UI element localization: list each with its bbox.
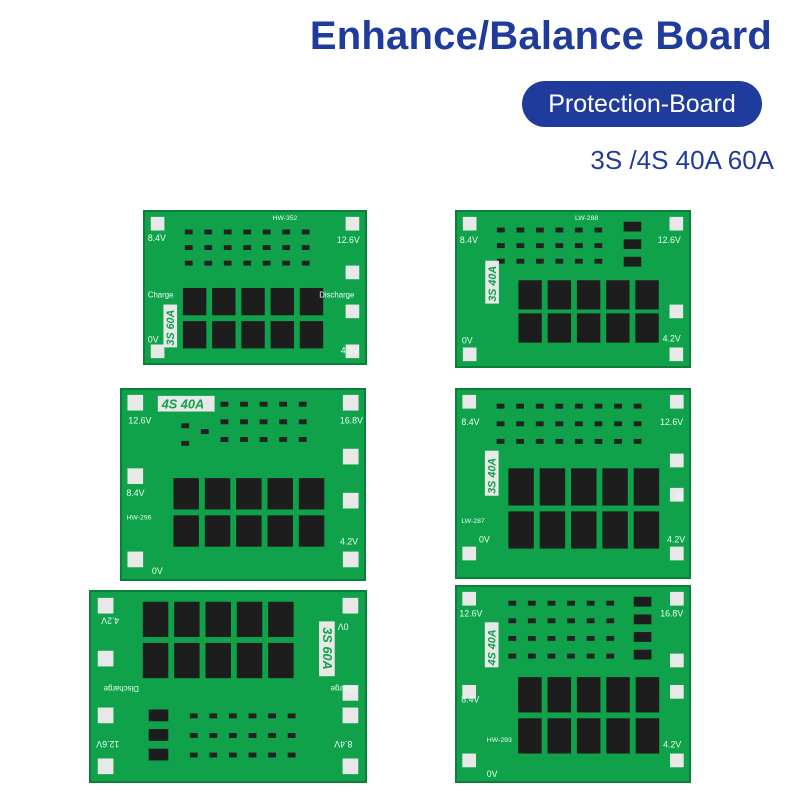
svg-text:Discharge: Discharge	[104, 684, 139, 693]
pad-label: 0V	[148, 335, 159, 345]
board-4s-40a-bottom: 4S 40A 12.6V 16.8V 8.4V HW-293 0V 4.2V	[455, 585, 691, 783]
pad-label: Charge	[148, 291, 174, 300]
svg-text:LW-287: LW-287	[461, 518, 485, 525]
pad-label: 8.4V	[148, 233, 166, 243]
model-badge-text: 3S 60A	[165, 310, 177, 346]
model-badge	[163, 304, 178, 348]
svg-text:4S 40A: 4S 40A	[161, 397, 204, 412]
svg-text:HW-296: HW-296	[126, 514, 151, 521]
page-title: Enhance/Balance Board	[309, 14, 772, 58]
pcb-illustration: 3S 40A LW-288 8.4V 12.6V 0V 4.2V	[460, 215, 684, 362]
solder-pad	[150, 216, 165, 231]
svg-text:0V: 0V	[462, 336, 473, 346]
model-number: HW-352	[273, 215, 298, 222]
svg-text:J2: J2	[674, 492, 683, 502]
svg-text:4S 40A: 4S 40A	[487, 629, 499, 666]
pad-label: 4.2V	[341, 345, 359, 355]
svg-text:12.6V: 12.6V	[96, 739, 119, 749]
svg-text:8.4V: 8.4V	[461, 695, 479, 705]
svg-text:16.8V: 16.8V	[340, 415, 363, 425]
svg-text:8.4V: 8.4V	[126, 488, 144, 498]
svg-text:4.2V: 4.2V	[340, 537, 358, 547]
pad-label: 12.6V	[337, 235, 360, 245]
svg-text:12.6V: 12.6V	[459, 608, 482, 618]
solder-pad	[150, 344, 165, 359]
svg-text:3S 40A: 3S 40A	[487, 458, 499, 494]
svg-text:12.6V: 12.6V	[660, 417, 683, 427]
board-3s-60a-top: 3S 60A HW-352 8.4V 12.6V Charge Discharg…	[143, 210, 367, 365]
svg-text:4.2V: 4.2V	[663, 740, 681, 750]
solder-pad	[345, 265, 360, 280]
board-3s-60a-bottom: 3S 60A 4.2V 0V Discharge Charge 12.6V 8.…	[89, 590, 367, 783]
solder-pad	[345, 344, 360, 359]
spec-subtitle: 3S /4S 40A 60A	[590, 145, 774, 175]
svg-text:0V: 0V	[152, 566, 163, 576]
svg-text:12.6V: 12.6V	[128, 415, 151, 425]
solder-pad	[345, 216, 360, 231]
solder-pad	[345, 304, 360, 319]
pad-label: Discharge	[319, 291, 354, 300]
svg-text:4.2V: 4.2V	[101, 615, 119, 625]
board-4s-40a-middle: 4S 40A 12.6V 16.8V 8.4V 4.2V HW-296 0V	[120, 388, 366, 581]
svg-text:0V: 0V	[338, 621, 349, 631]
svg-text:3S 40A: 3S 40A	[487, 266, 499, 302]
svg-text:3S 60A: 3S 60A	[320, 627, 335, 669]
svg-text:8.4V: 8.4V	[461, 417, 479, 427]
svg-text:4.2V: 4.2V	[663, 334, 681, 344]
svg-text:8.4V: 8.4V	[460, 235, 478, 245]
board-3s-40a-top: 3S 40A LW-288 8.4V 12.6V 0V 4.2V	[455, 210, 691, 368]
svg-text:16.8V: 16.8V	[660, 608, 683, 618]
svg-text:Charge: Charge	[331, 684, 357, 693]
svg-text:HW-293: HW-293	[487, 737, 512, 744]
mosfet-row	[182, 287, 324, 349]
svg-text:12.6V: 12.6V	[658, 235, 681, 245]
board-3s-40a-middle: 3S 40A 8.4V 12.6V J2 LW-287 0V 4.2V	[455, 388, 691, 579]
svg-text:0V: 0V	[487, 769, 498, 779]
svg-text:LW-288: LW-288	[575, 215, 598, 222]
pcb-illustration: 3S 60A HW-352 8.4V 12.6V Charge Discharg…	[148, 215, 360, 359]
svg-text:8.4V: 8.4V	[334, 739, 352, 749]
svg-text:0V: 0V	[479, 535, 490, 545]
protection-board-badge: Protection-Board	[522, 81, 762, 127]
svg-text:4.2V: 4.2V	[667, 535, 685, 545]
